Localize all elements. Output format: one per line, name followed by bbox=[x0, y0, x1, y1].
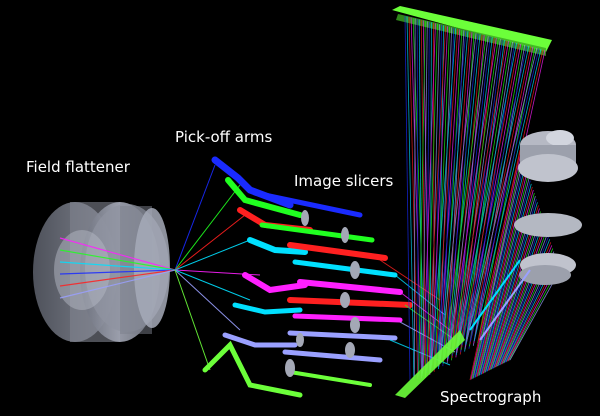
spectrograph-ray bbox=[443, 33, 479, 360]
spectrograph-ray bbox=[408, 16, 419, 379]
camera-ray bbox=[471, 156, 523, 380]
spectrograph-ray bbox=[426, 23, 438, 371]
spectrograph-ray bbox=[469, 46, 532, 345]
pickoff-fan bbox=[174, 164, 261, 371]
spectrograph-ray bbox=[465, 44, 522, 348]
spectrograph-ray bbox=[422, 21, 428, 374]
spectrograph-ray bbox=[440, 33, 477, 360]
spectrograph-ray bbox=[469, 44, 524, 347]
image-slicers-label: Image slicers bbox=[294, 172, 394, 190]
camera-ray bbox=[492, 217, 543, 369]
spectrograph-ray bbox=[452, 38, 499, 354]
spectrograph-ray bbox=[430, 26, 449, 368]
camera-ray bbox=[495, 226, 547, 368]
spectrograph-ray bbox=[464, 42, 513, 350]
spectrograph-ray bbox=[444, 35, 487, 357]
camera-ray bbox=[473, 162, 525, 379]
spectrograph-ray bbox=[418, 19, 423, 376]
spectrograph-ray bbox=[473, 46, 534, 344]
spectrograph-ray bbox=[447, 34, 481, 359]
spectrograph-ray bbox=[465, 45, 530, 345]
spectrograph-ray bbox=[451, 34, 483, 359]
spectrograph-ray bbox=[429, 22, 432, 373]
spectrograph-ray bbox=[418, 20, 426, 375]
camera-ray bbox=[470, 152, 522, 380]
spectrograph-ray bbox=[430, 24, 440, 371]
spectrograph-frame bbox=[395, 259, 531, 398]
spectrograph-ray bbox=[456, 39, 501, 353]
spectrograph-ray bbox=[460, 41, 511, 350]
spectrograph-ray bbox=[406, 16, 415, 380]
input-beams bbox=[59, 237, 176, 299]
camera-ray bbox=[469, 149, 521, 381]
spectrograph-ray bbox=[422, 23, 436, 372]
field-flattener-label: Field flattener bbox=[26, 158, 130, 176]
spectrograph-ray bbox=[439, 31, 469, 363]
camera-ray bbox=[476, 171, 528, 377]
spectrograph-ray bbox=[404, 15, 411, 381]
spectrograph-ray bbox=[413, 18, 416, 378]
camera-ray bbox=[489, 208, 540, 371]
spectrograph-ray bbox=[452, 36, 491, 356]
spectrograph-ray bbox=[455, 37, 493, 356]
spectrograph-ray bbox=[461, 45, 528, 346]
camera-ray bbox=[475, 168, 527, 378]
spectrograph-label: Spectrograph bbox=[440, 388, 542, 406]
spectrograph-ray bbox=[466, 47, 538, 343]
spectrograph-ray bbox=[470, 48, 540, 342]
camera-ray bbox=[477, 174, 529, 376]
spectrograph-ray bbox=[460, 39, 503, 353]
spectrograph-ray bbox=[457, 43, 517, 349]
camera-ray bbox=[509, 269, 561, 361]
spectrograph-ray bbox=[439, 29, 461, 365]
spectrograph-ray bbox=[435, 30, 467, 363]
spectrograph-ray bbox=[453, 40, 507, 352]
camera-ray bbox=[478, 177, 530, 376]
pickoff-arms-label: Pick-off arms bbox=[175, 128, 273, 146]
spectrograph-ray bbox=[416, 18, 419, 377]
spectrograph-ray bbox=[434, 26, 451, 368]
camera-ray bbox=[474, 165, 526, 378]
camera-ray bbox=[491, 214, 542, 370]
spectrograph-ray bbox=[447, 32, 473, 361]
camera-ray bbox=[496, 229, 548, 367]
image-slicer-bars bbox=[252, 190, 413, 387]
spectrograph-ray bbox=[435, 28, 459, 365]
spectrograph-ray bbox=[426, 21, 430, 374]
camera-ray bbox=[479, 180, 531, 375]
camera-ray bbox=[472, 159, 524, 379]
slicer-mirrors bbox=[285, 210, 360, 377]
spectrograph-ray bbox=[461, 43, 520, 348]
camera-ray bbox=[493, 220, 544, 369]
camera-ray bbox=[494, 223, 545, 368]
spectrograph-ray bbox=[431, 28, 457, 366]
spectrograph-ray bbox=[443, 31, 471, 362]
spectrograph-camera bbox=[514, 130, 582, 285]
spectrograph-ray bbox=[448, 38, 497, 354]
spectrograph-ray bbox=[426, 25, 446, 369]
spectrograph-ray bbox=[473, 48, 542, 342]
spectrograph-ray-bundle bbox=[404, 15, 561, 381]
spectrograph-ray bbox=[448, 36, 489, 357]
spectrograph-ray bbox=[456, 41, 509, 351]
